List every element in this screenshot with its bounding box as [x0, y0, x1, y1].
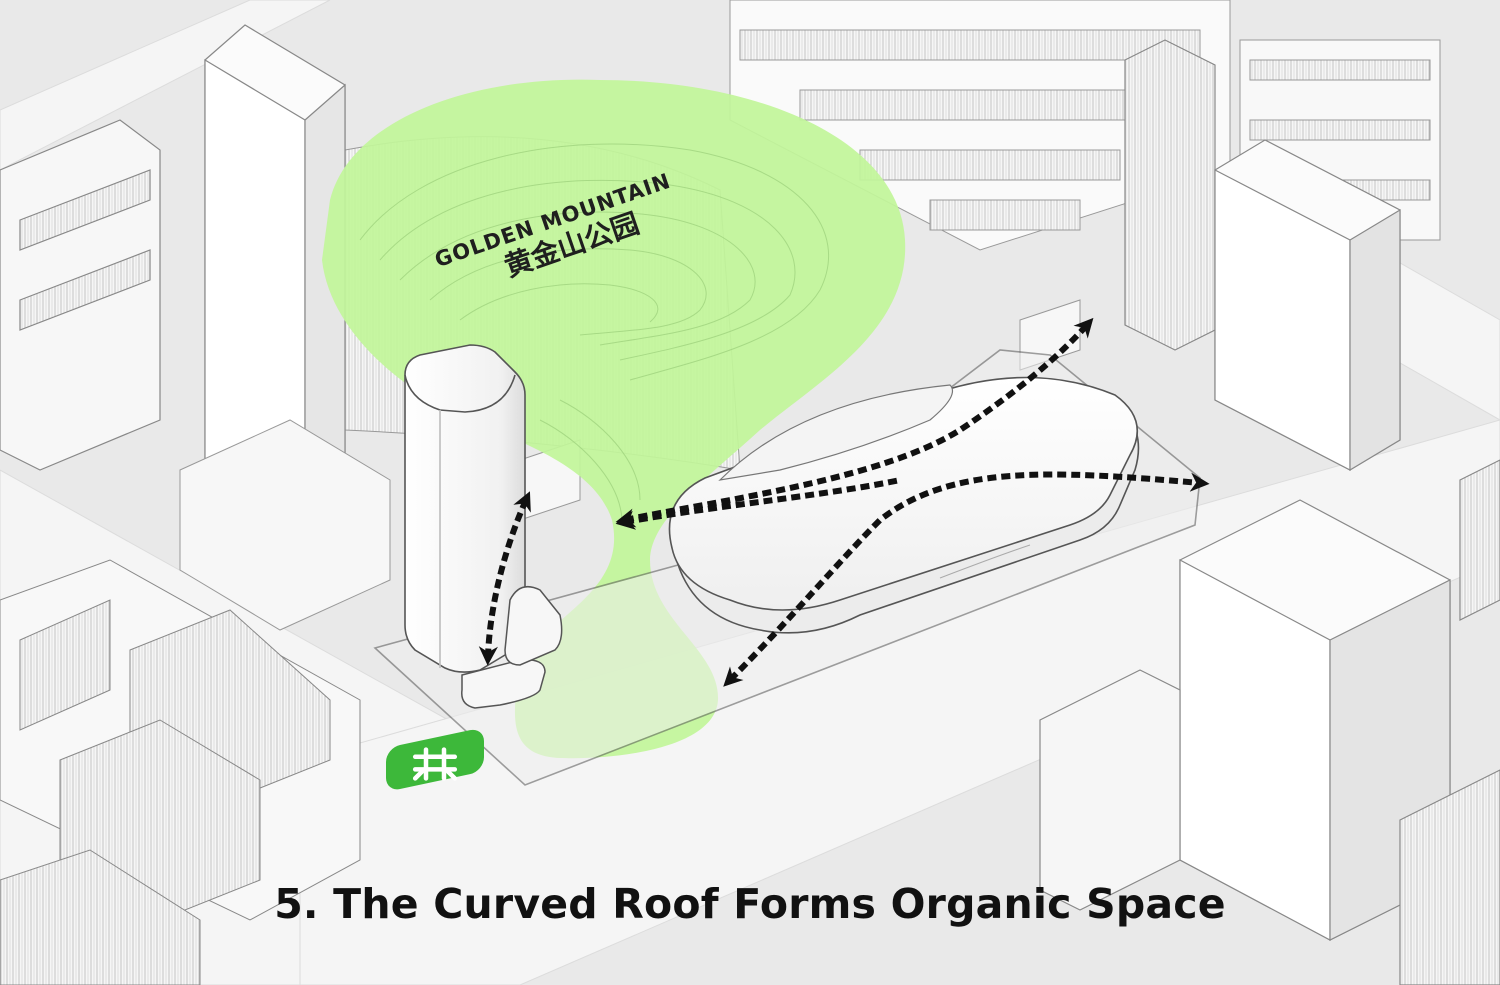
city-blocks-southeast: [1039, 459, 1500, 985]
diagram-caption: 5. The Curved Roof Forms Organic Space: [274, 880, 1226, 928]
circulation-arrows: [478, 317, 1210, 687]
arrow-southwest-to-east: [723, 471, 1210, 687]
golden-mountain-park-area: [322, 79, 906, 759]
city-blocks-southwest: [0, 559, 361, 985]
metro-icon: [386, 729, 484, 790]
arrow-tower-vertical: [478, 491, 531, 666]
arrow-west-to-northeast: [615, 317, 1094, 528]
background-towers: [0, 24, 1401, 562]
city-blocks-north: [729, 0, 1441, 251]
